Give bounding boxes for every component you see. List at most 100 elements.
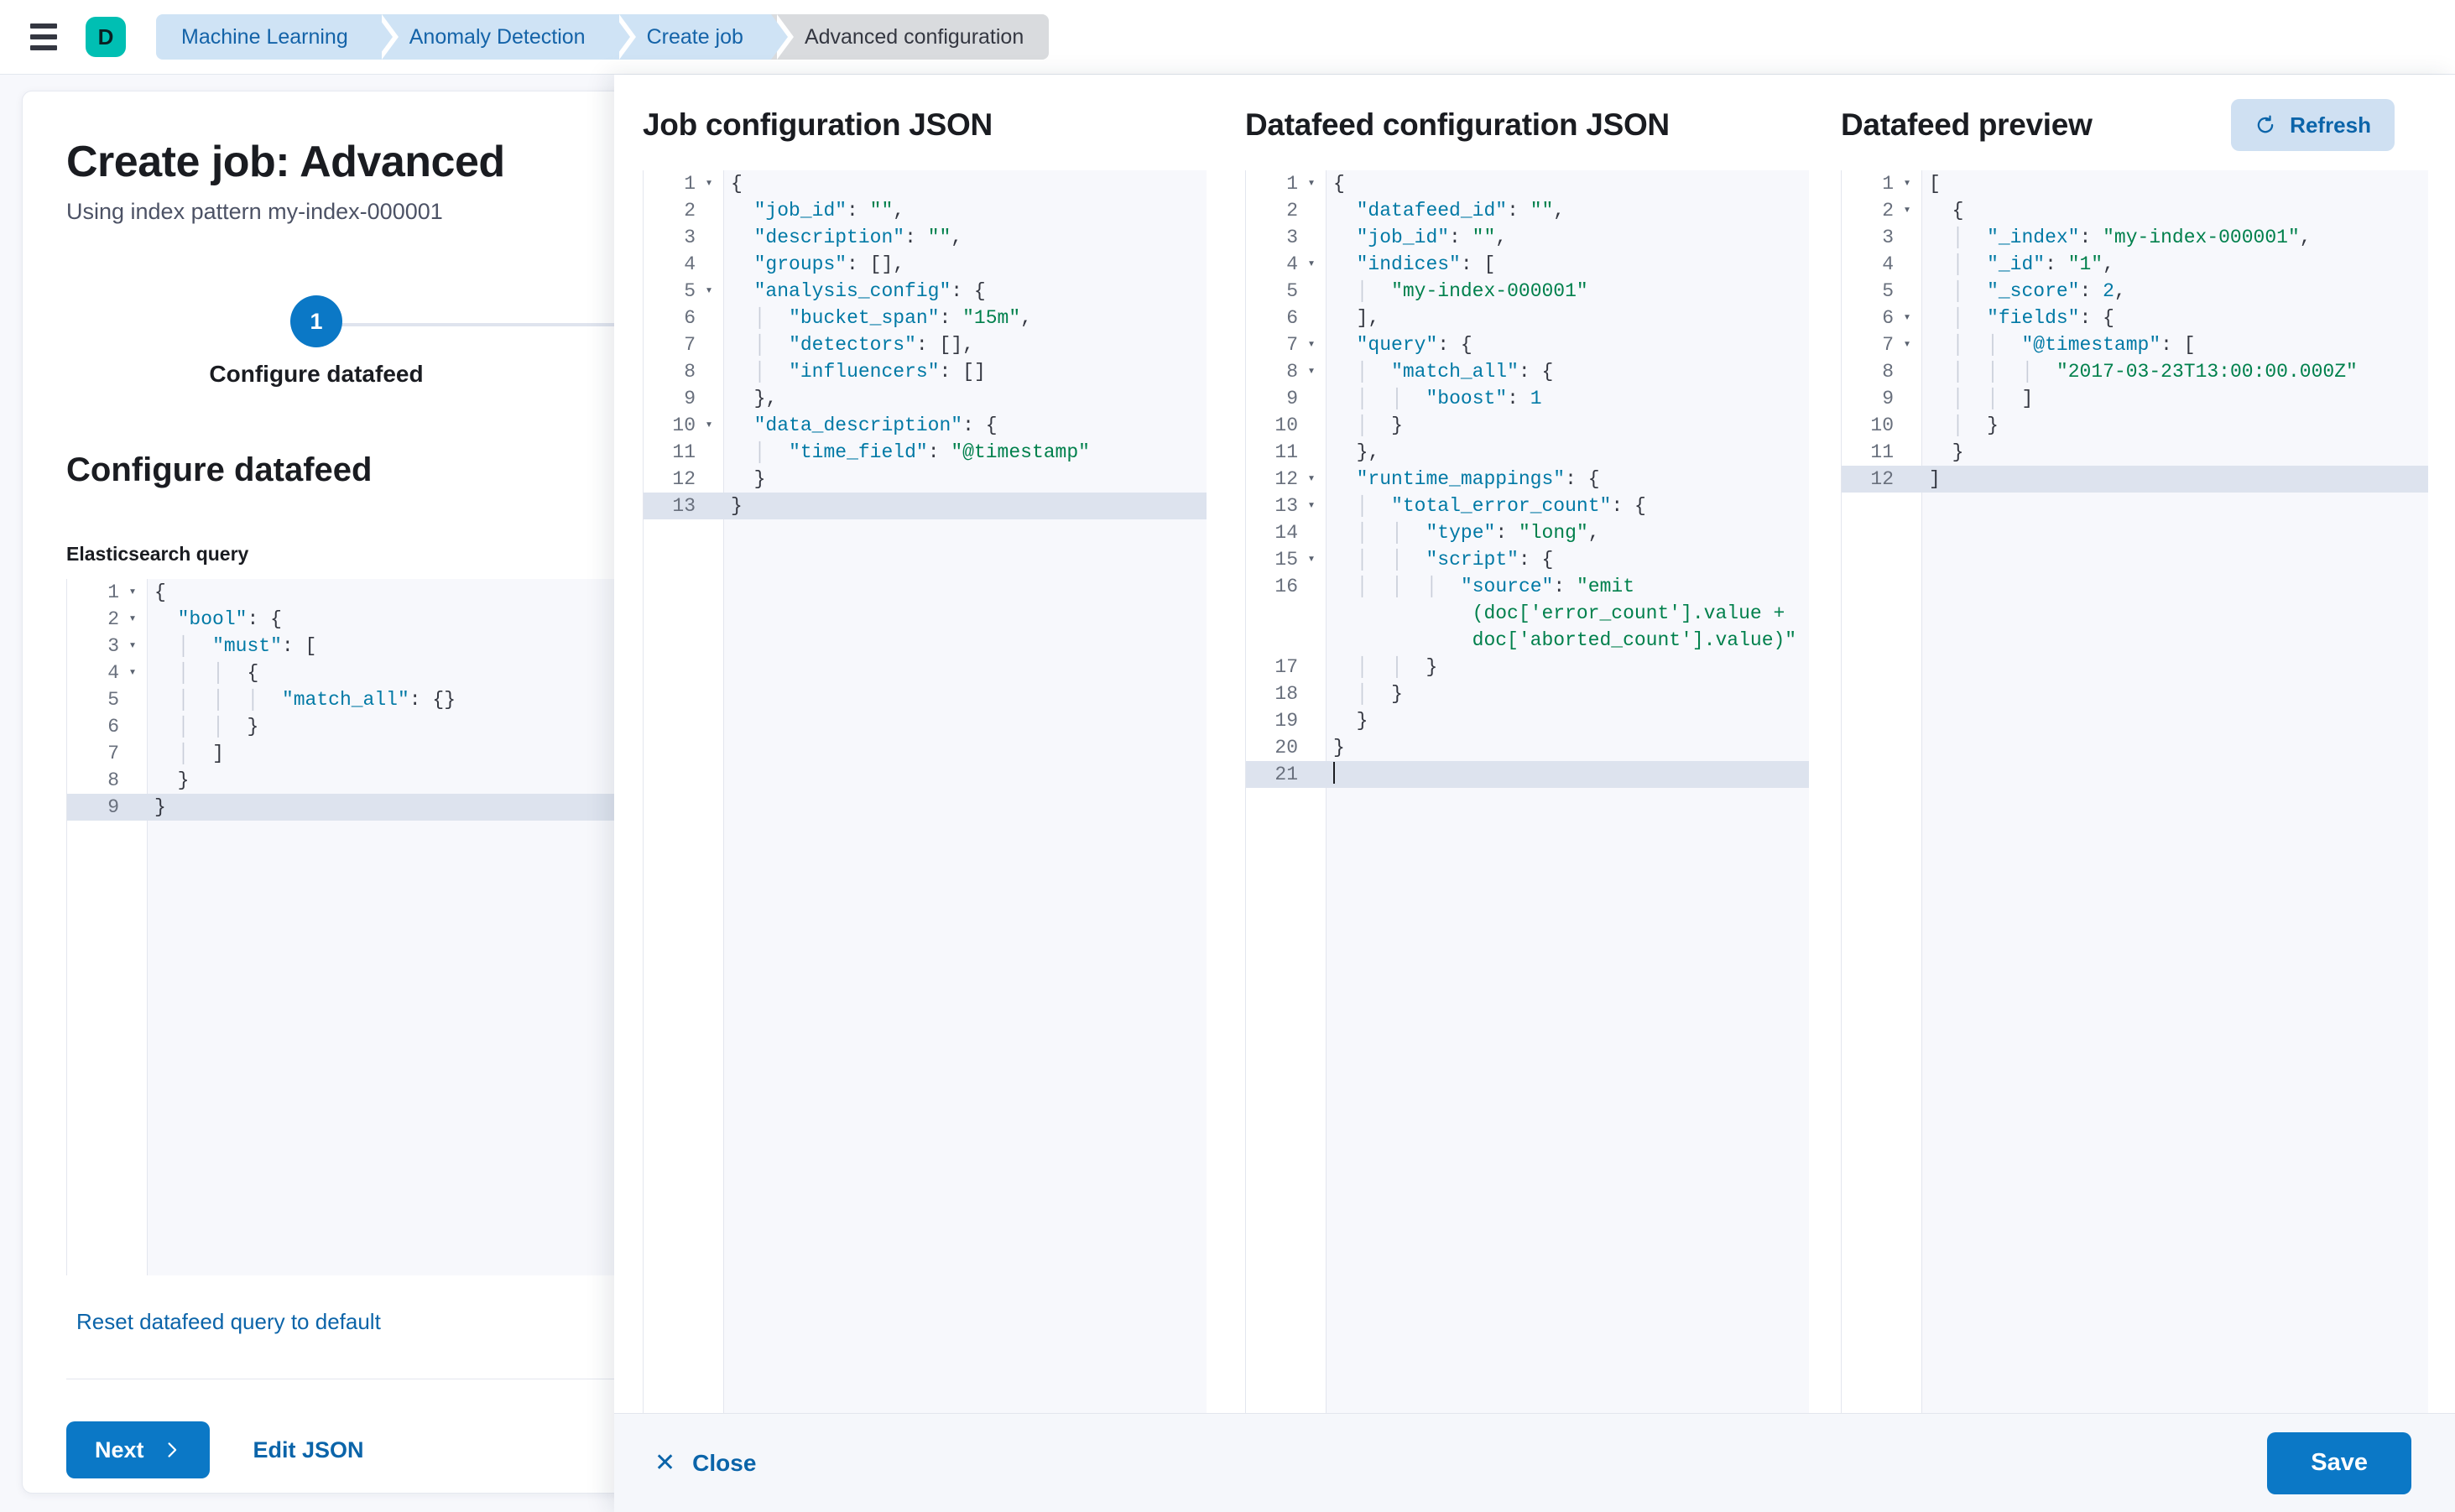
datafeed-preview-editor[interactable]: 1▾[2▾ {3 │ "_index": "my-index-000001",4… — [1841, 170, 2428, 1413]
line-number: 4 — [684, 253, 696, 275]
line-number: 8 — [684, 361, 696, 383]
fold-toggle-icon[interactable]: ▾ — [128, 639, 137, 653]
hamburger-menu-icon[interactable] — [25, 18, 62, 55]
fold-toggle-icon[interactable]: ▾ — [1307, 552, 1316, 566]
step-1-circle[interactable]: 1 — [290, 295, 342, 347]
line-number: 6 — [684, 307, 696, 329]
line-number: 5 — [1882, 280, 1894, 302]
code-line: 12 } — [644, 466, 1207, 493]
code-line: 9 │ │ ] — [1842, 385, 2428, 412]
close-button-label: Close — [692, 1449, 757, 1476]
line-number: 17 — [1274, 656, 1298, 678]
code-text: │ "_id": "1", — [1952, 253, 2114, 275]
fold-toggle-icon[interactable]: ▾ — [705, 418, 713, 432]
code-line: 6 ], — [1246, 305, 1809, 331]
code-line: 19 } — [1246, 707, 1809, 734]
code-line: 13} — [644, 493, 1207, 519]
code-line: 3 "description": "", — [644, 224, 1207, 251]
fold-toggle-icon[interactable]: ▾ — [1307, 364, 1316, 378]
code-line: 5 │ │ │ "match_all": {} — [67, 686, 821, 713]
code-text: [ — [1929, 173, 1941, 195]
code-text: │ "fields": { — [1952, 307, 2114, 329]
editor-gutter — [1246, 170, 1327, 1413]
code-line: 2 "job_id": "", — [644, 197, 1207, 224]
fold-toggle-icon[interactable]: ▾ — [1903, 203, 1911, 217]
fold-toggle-icon[interactable]: ▾ — [1903, 310, 1911, 325]
fold-toggle-icon[interactable]: ▾ — [1307, 257, 1316, 271]
save-button[interactable]: Save — [2267, 1431, 2411, 1494]
edit-json-button[interactable]: Edit JSON — [253, 1436, 364, 1462]
line-number: 8 — [1882, 361, 1894, 383]
code-text: ], — [1356, 307, 1380, 329]
fold-toggle-icon[interactable]: ▾ — [128, 612, 137, 626]
advanced-configuration-flyout: Job configuration JSON 1 ▾ {2 "job_id": ""… — [614, 75, 2455, 1512]
space-avatar[interactable]: D — [86, 17, 126, 57]
code-text: │ │ "type": "long", — [1356, 522, 1600, 544]
line-number: 9 — [107, 796, 119, 818]
line-number: 6 — [1286, 307, 1298, 329]
code-lines: 1▾[2▾ {3 │ "_index": "my-index-000001",4… — [1842, 170, 2428, 493]
fold-toggle-icon[interactable]: ▾ — [1903, 337, 1911, 352]
code-line: 2▾ { — [1842, 197, 2428, 224]
fold-toggle-icon[interactable]: ▾ — [1903, 176, 1911, 190]
line-number: 1 — [1286, 173, 1298, 195]
breadcrumb-item-create-job[interactable]: Create job — [612, 14, 795, 60]
close-button[interactable]: ✕ Close — [654, 1450, 756, 1477]
refresh-button[interactable]: Refresh — [2231, 99, 2395, 151]
code-line: 1▾{ — [67, 579, 821, 606]
line-number: 21 — [1274, 764, 1298, 785]
breadcrumb-item-advanced-configuration[interactable]: Advanced configuration — [770, 14, 1050, 60]
code-line: 2 "datafeed_id": "", — [1246, 197, 1809, 224]
line-number: 2 — [1882, 200, 1894, 222]
fold-toggle-icon[interactable]: ▾ — [1307, 498, 1316, 513]
line-number: 2 — [1286, 200, 1298, 222]
line-number: 8 — [107, 769, 119, 791]
next-button[interactable]: Next — [66, 1421, 210, 1478]
code-line: 6 │ │ } — [67, 713, 821, 740]
fold-toggle-icon[interactable]: ▾ — [1307, 472, 1316, 486]
line-number: 10 — [1274, 414, 1298, 436]
editor-gutter-divider — [1921, 170, 1922, 1413]
fold-toggle-icon[interactable]: ▾ — [1307, 337, 1316, 352]
code-line: 3 │ "_index": "my-index-000001", — [1842, 224, 2428, 251]
flyout-footer: ✕ Close Save — [614, 1413, 2455, 1512]
code-text: } — [731, 495, 743, 517]
line-number: 3 — [1882, 227, 1894, 248]
line-number: 1 — [1882, 173, 1894, 195]
code-line: 1 ▾ { — [1246, 170, 1809, 197]
code-text: │ │ │ "match_all": {} — [177, 689, 456, 711]
panel-job-configuration-json: Job configuration JSON 1▾{2 "job_id": ""… — [614, 98, 1217, 1413]
reset-datafeed-query-link[interactable]: Reset datafeed query to default — [76, 1309, 381, 1334]
line-number: 11 — [672, 441, 696, 463]
panel-header: Job configuration JSON — [643, 98, 1217, 152]
line-number: 7 — [1286, 334, 1298, 356]
datafeed-configuration-json-editor[interactable]: 1▾{2 "datafeed_id": "",3 "job_id": "",4▾… — [1245, 170, 1809, 1413]
line-number: 11 — [1274, 441, 1298, 463]
fold-toggle-icon[interactable]: ▾ — [128, 585, 137, 599]
code-text: │ │ │ "2017-03-23T13:00:00.000Z" — [1952, 361, 2358, 383]
code-text: │ "bucket_span": "15m", — [753, 307, 1032, 329]
wizard-actions: Next Edit JSON — [66, 1421, 868, 1478]
editor-gutter — [1842, 170, 1922, 1413]
code-line: 16 │ │ │ "source": "emit (doc['error_cou… — [1246, 573, 1809, 654]
code-text: │ "my-index-000001" — [1356, 280, 1588, 302]
fold-toggle-icon[interactable]: ▾ — [705, 176, 713, 190]
code-text: │ │ ] — [1952, 388, 2034, 409]
code-text: │ "_index": "my-index-000001", — [1952, 227, 2312, 248]
code-text: } — [1356, 710, 1368, 732]
code-text: "bool": { — [177, 608, 282, 630]
editor-gutter — [67, 579, 148, 1275]
fold-toggle-icon[interactable]: ▾ — [705, 284, 713, 298]
code-text: │ │ "script": { — [1356, 549, 1554, 571]
fold-toggle-icon[interactable]: ▾ — [128, 665, 137, 680]
line-number: 13 — [1274, 495, 1298, 517]
code-text: │ } — [1356, 683, 1403, 705]
job-configuration-json-editor[interactable]: 1▾{2 "job_id": "",3 "description": "",4 … — [643, 170, 1207, 1413]
line-number: 1 — [684, 173, 696, 195]
editor-gutter-divider — [723, 170, 724, 1413]
code-text: { — [1333, 173, 1345, 195]
breadcrumb-item-anomaly-detection[interactable]: Anomaly Detection — [375, 14, 636, 60]
fold-toggle-icon[interactable]: ▾ — [1307, 176, 1316, 190]
breadcrumb-item-machine-learning[interactable]: Machine Learning — [156, 14, 399, 60]
